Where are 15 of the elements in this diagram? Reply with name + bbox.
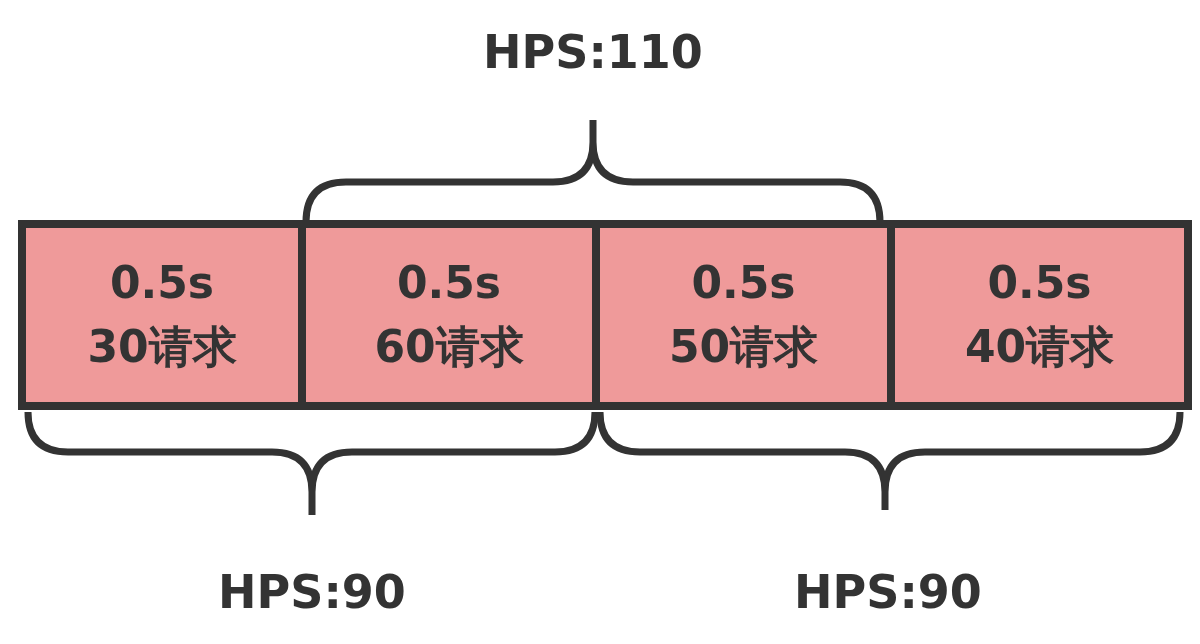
time-slot-cell: [18, 220, 298, 410]
time-slot-cell: [298, 220, 592, 410]
duration-text: 0.5s: [109, 256, 215, 310]
request-count-text: 50请求: [668, 320, 819, 374]
duration-text: 0.5s: [396, 256, 502, 310]
hps-label: HPS:90: [218, 565, 406, 619]
duration-text: 0.5s: [987, 256, 1092, 310]
request-count-text: 60请求: [374, 320, 524, 374]
time-slot-cell: [887, 220, 1192, 410]
time-slot-cell: [592, 220, 887, 410]
request-count-text: 40请求: [964, 320, 1115, 374]
hps-label: HPS:110: [483, 25, 703, 79]
duration-text: 0.5s: [691, 256, 796, 310]
request-count-text: 30请求: [87, 320, 237, 374]
hps-label: HPS:90: [794, 565, 982, 619]
